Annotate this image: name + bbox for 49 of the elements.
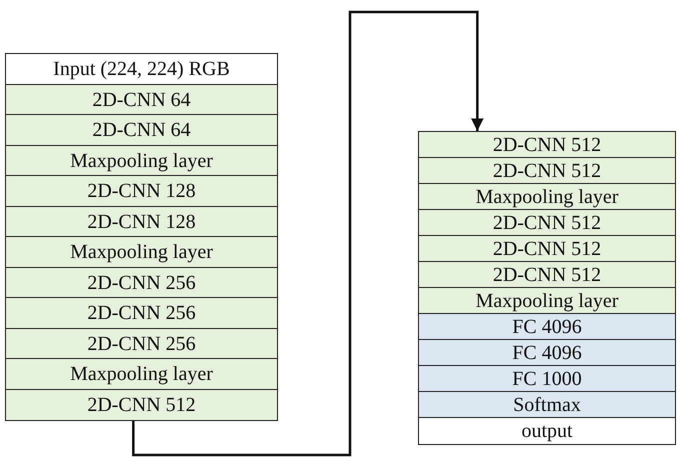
layer-box bbox=[5, 328, 278, 360]
layer-label: 2D-CNN 512 bbox=[492, 134, 602, 155]
layer-box bbox=[5, 358, 278, 390]
layer-label: Maxpooling layer bbox=[70, 242, 213, 262]
layer-label: 2D-CNN 512 bbox=[492, 264, 602, 285]
layer-label: 2D-CNN 256 bbox=[87, 334, 196, 354]
layer-box bbox=[5, 53, 278, 85]
layer-box bbox=[418, 183, 676, 210]
layer-box bbox=[418, 209, 676, 236]
layer-box bbox=[418, 287, 676, 314]
layer-box bbox=[418, 313, 676, 340]
layer-label: 2D-CNN 256 bbox=[87, 303, 196, 323]
layer-label: FC 4096 bbox=[512, 316, 582, 337]
layer-label: 2D-CNN 128 bbox=[87, 212, 196, 232]
layer-label: Maxpooling layer bbox=[476, 290, 618, 311]
layer-label: Maxpooling layer bbox=[70, 150, 213, 170]
layer-box bbox=[5, 206, 278, 238]
layer-label: Maxpooling layer bbox=[70, 364, 213, 384]
layer-box bbox=[5, 236, 278, 268]
layer-label: Input (224, 224) RGB bbox=[53, 59, 230, 79]
layer-label: FC 1000 bbox=[512, 368, 582, 389]
layer-box bbox=[418, 235, 676, 262]
layer-box bbox=[5, 297, 278, 329]
layer-label: 2D-CNN 512 bbox=[87, 394, 196, 414]
layer-label: 2D-CNN 512 bbox=[492, 238, 602, 259]
layer-label: 2D-CNN 256 bbox=[87, 272, 196, 292]
connector-arrow bbox=[132, 10, 484, 456]
layer-box bbox=[5, 114, 278, 146]
layer-box bbox=[418, 365, 676, 392]
layer-box bbox=[5, 388, 278, 420]
layer-box bbox=[418, 157, 676, 184]
layer-label: Softmax bbox=[513, 394, 581, 415]
layer-box bbox=[5, 266, 278, 298]
layer-label: 2D-CNN 64 bbox=[92, 120, 191, 140]
layer-box bbox=[5, 84, 278, 116]
layer-box bbox=[5, 144, 278, 176]
layer-box bbox=[418, 261, 676, 288]
layer-box bbox=[418, 131, 676, 158]
layer-box bbox=[418, 391, 676, 418]
layer-label: 2D-CNN 512 bbox=[492, 212, 602, 233]
layer-label: FC 4096 bbox=[512, 342, 582, 363]
layer-label: 2D-CNN 128 bbox=[87, 181, 196, 201]
layer-label: 2D-CNN 64 bbox=[92, 90, 191, 110]
layer-label: output bbox=[521, 420, 573, 441]
layer-box bbox=[418, 417, 676, 444]
layer-box bbox=[418, 339, 676, 366]
layer-label: 2D-CNN 512 bbox=[492, 160, 602, 181]
layer-label: Maxpooling layer bbox=[476, 186, 618, 207]
layer-box bbox=[5, 175, 278, 207]
